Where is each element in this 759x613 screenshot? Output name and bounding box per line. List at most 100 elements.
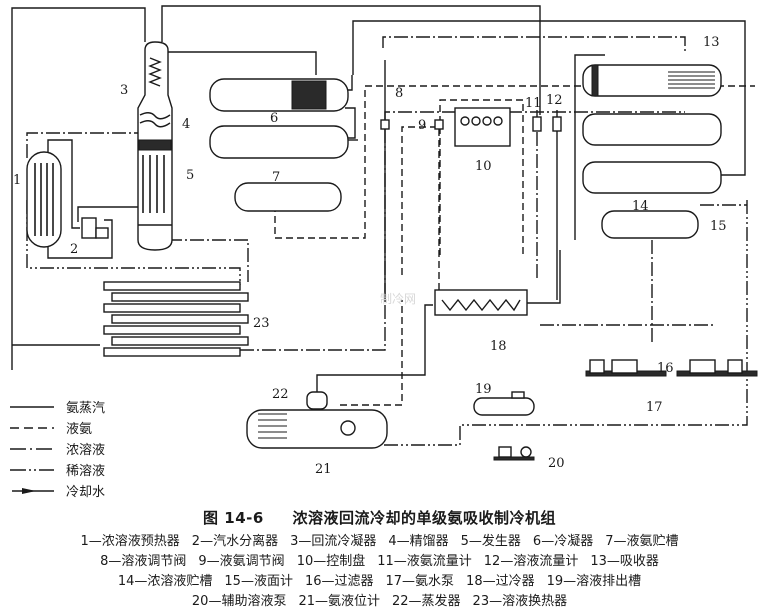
- legend-label: 稀溶液: [66, 464, 106, 479]
- solution-heat-exchanger: 23: [103, 281, 270, 357]
- pipe-generator-to-condenser: [168, 51, 317, 75]
- component-key-item: 9—液氨调节阀: [198, 554, 285, 569]
- component-key-item: 13—吸收器: [590, 554, 659, 569]
- pipes: [11, 5, 755, 446]
- legend-label: 氨蒸汽: [66, 401, 106, 416]
- auxiliary-solution-pump: 20: [493, 446, 565, 471]
- legend-item-vapor: 氨蒸汽: [10, 396, 130, 417]
- label-14: 14: [632, 199, 649, 214]
- label-13: 13: [703, 35, 720, 50]
- label-16: 16: [657, 361, 674, 376]
- label-3: 3: [120, 83, 128, 98]
- legend-label: 液氨: [66, 422, 93, 437]
- label-4: 4: [182, 117, 190, 132]
- legend-swatch-dash-dot: [10, 447, 54, 450]
- label-21: 21: [315, 462, 332, 477]
- label-6: 6: [270, 111, 278, 126]
- ammonia-water-pumps: 16 17: [585, 359, 758, 415]
- pipe-subcooler-right: [527, 250, 561, 304]
- pipe-generator-bottom: [168, 239, 249, 282]
- component-key-item: 22—蒸发器: [392, 594, 461, 609]
- process-diagram: 1 2 3 4 5 6 7 8 9: [11, 5, 758, 477]
- component-key-item: 16—过滤器: [304, 574, 374, 589]
- component-key-item: 15—液面计: [224, 574, 293, 589]
- pipe-top-left-loop: [11, 7, 146, 370]
- condensers: 6: [209, 78, 349, 159]
- strong-solution-preheater: 1: [13, 151, 62, 248]
- component-key-row: 14—浓溶液贮槽 15—液面计 16—过滤器 17—氨水泵 18—过冷器 19—溶液排出槽: [0, 570, 759, 589]
- component-key-item: 10—控制盘: [296, 554, 366, 569]
- pipe-subcooler-dashed-1: [439, 99, 524, 255]
- component-key-item: 5—发生器: [460, 534, 521, 549]
- subcooler: 18: [434, 289, 528, 354]
- legend-label: 冷却水: [66, 485, 106, 500]
- label-7: 7: [272, 170, 280, 185]
- pipe-top-cooling-water-1: [352, 20, 746, 176]
- component-key-item: 19—溶液排出槽: [546, 574, 642, 589]
- legend-item-liquid: 液氨: [10, 417, 130, 438]
- pipe-condenser-link: [345, 107, 356, 139]
- figure-title: 浓溶液回流冷却的单级氨吸收制冷机组: [292, 509, 556, 527]
- label-15: 15: [710, 219, 727, 234]
- label-5: 5: [186, 168, 194, 183]
- regulating-valves: 8 9: [380, 86, 444, 133]
- label-2: 2: [70, 242, 78, 257]
- absorber: 13: [582, 35, 722, 194]
- pipe-top-strong-solution: [382, 36, 686, 52]
- legend: 氨蒸汽 液氨 浓溶液 稀溶液 冷却水: [10, 396, 130, 501]
- legend-label: 浓溶液: [66, 443, 106, 458]
- pipe-liquid-ammonia-valve9: [401, 126, 440, 315]
- evaporator: 22 21: [246, 387, 388, 477]
- pipe-evaporator-to-subcooler: [316, 304, 433, 392]
- figure-number: 图 14-6: [203, 509, 264, 527]
- liquid-ammonia-receiver: 7: [234, 170, 342, 212]
- component-key-item: 6—冷凝器: [532, 534, 594, 549]
- label-11: 11: [525, 96, 542, 111]
- legend-swatch-dash-dot-dot: [10, 468, 54, 471]
- strong-solution-tank: 14 15: [601, 199, 727, 239]
- component-key-item: 18—过冷器: [466, 574, 535, 589]
- label-1: 1: [13, 173, 21, 188]
- label-10: 10: [475, 159, 492, 174]
- legend-swatch-solid: [10, 405, 54, 408]
- pipe-absorber-inlet: [574, 54, 605, 240]
- label-9: 9: [418, 118, 426, 133]
- label-12: 12: [546, 93, 563, 108]
- legend-swatch-arrow: [12, 487, 54, 494]
- pipe-preheater-top: [26, 132, 138, 158]
- label-19: 19: [475, 382, 492, 397]
- component-key-item: 20—辅助溶液泵: [191, 594, 287, 609]
- component-key-item: 4—精馏器: [388, 534, 449, 549]
- pipe-generator-to-separator: [77, 206, 138, 222]
- legend-item-strong: 浓溶液: [10, 438, 130, 459]
- generator-column: 3 4 5: [120, 41, 194, 251]
- component-key-item: 2—汽水分离器: [191, 534, 279, 549]
- pipe-separator-loop: [47, 219, 113, 259]
- pipe-receiver-to-evaporator: [274, 85, 755, 239]
- component-key-item: 11—液氨流量计: [377, 554, 472, 569]
- component-key-item: 17—氨水泵: [385, 574, 455, 589]
- flowmeters: 11 12: [525, 93, 563, 132]
- watermark: 制冷网: [380, 292, 417, 306]
- legend-item-weak: 稀溶液: [10, 459, 130, 480]
- label-8: 8: [395, 86, 403, 101]
- label-17: 17: [646, 400, 663, 415]
- steam-water-separator: 2: [70, 217, 109, 257]
- legend-swatch-dashed: [10, 426, 54, 429]
- component-key-item: 7—液氨贮槽: [605, 534, 679, 549]
- label-18: 18: [490, 339, 507, 354]
- label-23: 23: [253, 316, 270, 331]
- component-key-item: 14—浓溶液贮槽: [117, 574, 213, 589]
- component-key-item: 3—回流冷凝器: [290, 534, 377, 549]
- pipe-top-main: [161, 5, 541, 115]
- pipe-preheater-right: [47, 139, 80, 229]
- label-22: 22: [272, 387, 289, 402]
- component-key-item: 8—溶液调节阀: [100, 554, 187, 569]
- solution-drain-tank: 19: [473, 382, 535, 416]
- control-panel: 10: [454, 107, 511, 174]
- figure-caption: 图 14-6 浓溶液回流冷却的单级氨吸收制冷机组: [0, 507, 759, 528]
- component-key-item: 23—溶液换热器: [472, 594, 568, 609]
